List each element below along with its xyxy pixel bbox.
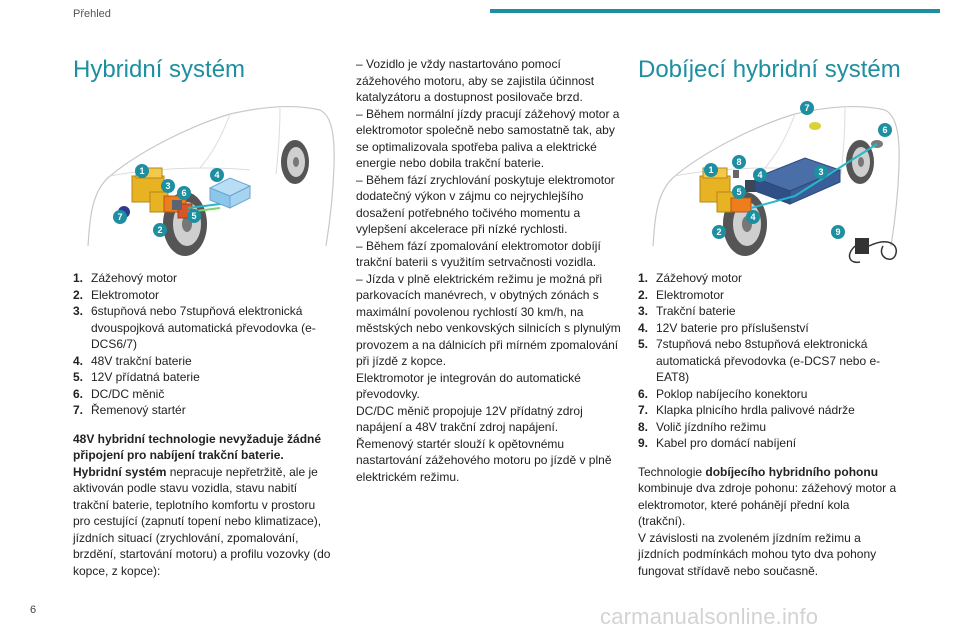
list-item: 4.48V trakční baterie (73, 353, 192, 368)
list-item: – Během fází zrychlování poskytuje elekt… (356, 172, 615, 237)
diagram-label: 5 (191, 211, 196, 221)
diagram-label: 7 (117, 212, 122, 222)
list-item: 2.Elektromotor (73, 287, 160, 302)
list-item: 6.Poklop nabíjecího konektoru (638, 386, 808, 401)
charging-note: 48V hybridní technologie nevyžaduje žádn… (73, 431, 322, 463)
paragraph: Elektromotor je integrován do automatick… (356, 370, 581, 402)
plugin-parts-list: 1.Zážehový motor 2.Elektromotor 3.Trakčn… (638, 270, 898, 452)
diagram-label: 2 (716, 227, 721, 237)
list-item: 4.12V baterie pro příslušenství (638, 320, 809, 335)
diagram-label: 2 (157, 225, 162, 235)
charging-cable-icon (848, 238, 897, 264)
left-title: Hybridní systém (73, 56, 246, 83)
list-item: 5.7stupňová nebo 8stupňová elektronická … (638, 337, 881, 384)
diagram-label: 1 (708, 165, 713, 175)
diagram-label: 3 (818, 167, 823, 177)
hybrid-parts-list: 1.Zážehový motor 2.Elektromotor 3.6stupň… (73, 270, 335, 419)
plugin-paragraph-2: V závislosti na zvoleném jízdním režimu … (638, 530, 877, 578)
left-column-text: 1.Zážehový motor 2.Elektromotor 3.6stupň… (73, 270, 335, 579)
section-header: Přehled (73, 8, 111, 20)
list-item: 5.12V přídatná baterie (73, 370, 200, 384)
list-item: 1.Zážehový motor (73, 271, 178, 285)
diagram-label: 7 (804, 103, 809, 113)
list-item: 9.Kabel pro domácí nabíjení (638, 436, 797, 450)
middle-column-text: – Vozidlo je vždy nastartováno pomocí zá… (356, 56, 622, 485)
diagram-label: 6 (882, 125, 887, 135)
list-item: – Jízda v plně elektrickém režimu je mož… (356, 271, 621, 369)
list-item: 7.Řemenový startér (73, 403, 186, 417)
list-item: 8.Volič jízdního režimu (638, 419, 767, 434)
page-number: 6 (30, 604, 37, 616)
list-item: – Vozidlo je vždy nastartováno pomocí zá… (356, 57, 595, 104)
hybrid-paragraph: Hybridní systém nepracuje nepřetržitě, a… (73, 464, 331, 578)
diagram-label: 4 (214, 170, 219, 180)
list-item: – Během normální jízdy pracují zážehový … (356, 106, 620, 171)
diagram-label: 3 (165, 181, 170, 191)
right-title: Dobíjecí hybridní systém (638, 56, 901, 83)
diagram-label: 4 (750, 212, 755, 222)
list-item: 7.Klapka plnicího hrdla palivové nádrže (638, 403, 855, 417)
header-accent-bar (490, 9, 940, 13)
watermark: carmanualsonline.info (600, 604, 819, 629)
plugin-paragraph: Technologie dobíjecího hybridního pohonu… (638, 464, 897, 529)
diagram-label: 1 (139, 166, 144, 176)
diagram-label: 8 (736, 157, 741, 167)
diagram-label: 5 (736, 187, 741, 197)
list-item: 2.Elektromotor (638, 287, 725, 302)
diagram-label: 4 (757, 170, 762, 180)
rear-wheel (281, 140, 309, 184)
diagram-label: 9 (835, 227, 840, 237)
list-item: 6.DC/DC měnič (73, 386, 165, 401)
diagram-label: 6 (181, 188, 186, 198)
plugin-hybrid-diagram: 1 2 3 4 4 5 6 7 8 9 (652, 101, 900, 264)
paragraph: DC/DC měnič propojuje 12V přídatný zdroj… (356, 403, 583, 435)
paragraph: Řemenový startér slouží k opětovnému nas… (356, 436, 612, 484)
list-item: – Během fází zpomalování elektromotor do… (356, 238, 601, 270)
list-item: 3.Trakční baterie (638, 304, 736, 318)
list-item: 3.6stupňová nebo 7stupňová elektronická … (73, 304, 316, 351)
right-column-text: 1.Zážehový motor 2.Elektromotor 3.Trakčn… (638, 270, 898, 579)
list-item: 1.Zážehový motor (638, 271, 743, 285)
hybrid-system-diagram: 1 2 3 4 5 6 7 (87, 105, 335, 256)
